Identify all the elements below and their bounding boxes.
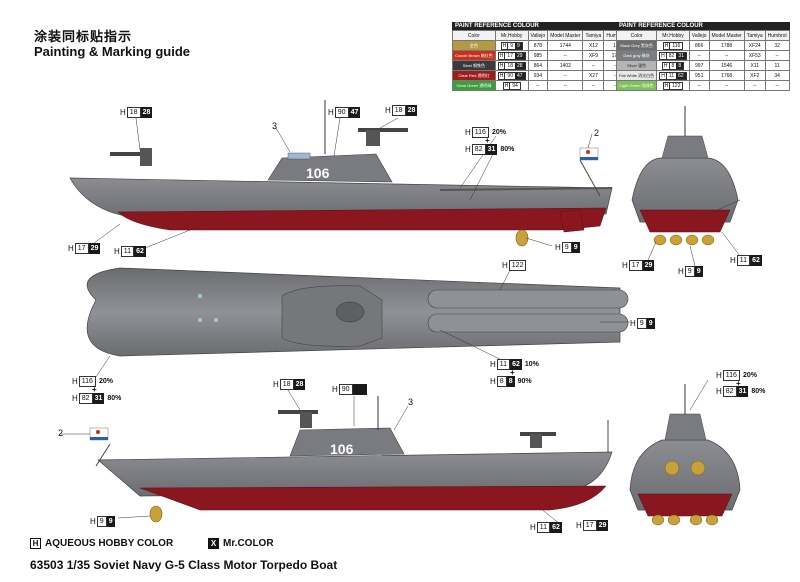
front-antifouling xyxy=(639,209,731,233)
machine-gun-aft-port xyxy=(520,432,556,448)
antifouling-band xyxy=(117,207,607,231)
legend-aqueous-label: AQUEOUS HOBBY COLOR xyxy=(45,538,174,549)
marker-2-top: 2 xyxy=(594,128,600,138)
plus-sign: + xyxy=(736,379,741,388)
table-row: 金色H998781744X1216 xyxy=(452,40,629,51)
propeller-port xyxy=(149,505,163,523)
cockpit-plan xyxy=(281,285,383,347)
rudder-side xyxy=(559,209,585,233)
machine-gun-cockpit xyxy=(358,128,408,146)
cell-humbrol: -- xyxy=(764,80,790,91)
side-view-bottom: 106 xyxy=(89,396,613,523)
rear-hull xyxy=(629,439,741,511)
front-propellers xyxy=(653,234,715,246)
front-cockpit xyxy=(661,135,709,159)
title-english: Painting & Marking guide xyxy=(34,44,191,59)
machine-gun-aft xyxy=(110,148,152,166)
legend-mr-label: Mr.COLOR xyxy=(223,538,274,549)
marker-2-bottom: 2 xyxy=(58,428,64,438)
machine-gun-port xyxy=(278,410,318,428)
plus-sign: + xyxy=(510,368,515,377)
torpedo-rails xyxy=(439,187,613,191)
marker-3-top: 3 xyxy=(272,121,278,131)
table-caption: PAINT REFERENCE COLOUR xyxy=(452,22,629,30)
propeller-side xyxy=(515,229,529,247)
hull-number: 106 xyxy=(306,165,330,181)
cell-model-master: -- xyxy=(708,80,745,91)
cell-model-master: -- xyxy=(547,80,584,91)
cockpit-port xyxy=(289,427,405,457)
table-caption: PAINT REFERENCE COLOUR xyxy=(616,22,790,30)
color-swatch: Clear Green 透明绿 xyxy=(452,80,496,91)
color-swatch: Light Green 浅绿色 xyxy=(615,80,658,91)
aqueous-box-icon: H xyxy=(30,538,41,549)
plus-sign: + xyxy=(485,136,490,145)
footer-title: 63503 1/35 Soviet Navy G-5 Class Motor T… xyxy=(30,558,338,572)
porthole-plan xyxy=(198,294,202,298)
cockpit xyxy=(267,153,393,183)
antifouling-band-port xyxy=(139,485,607,511)
hatch-plan xyxy=(335,301,365,323)
rear-view xyxy=(629,384,741,526)
mr-color-box-icon: X xyxy=(208,538,219,549)
plus-sign: + xyxy=(92,385,97,394)
rear-antifouling xyxy=(637,493,733,517)
plan-view xyxy=(86,267,629,357)
title-chinese: 涂装同标贴指示 xyxy=(34,30,133,45)
front-view xyxy=(631,106,739,246)
legend-mr-color: X Mr.COLOR xyxy=(208,538,274,549)
windshield xyxy=(287,152,311,160)
side-view-top: 106 xyxy=(69,100,613,247)
hull-number-port: 106 xyxy=(330,441,354,457)
bow-rail-port xyxy=(95,443,111,467)
torpedo-tubes-plan xyxy=(427,289,629,333)
marker-3-bottom: 3 xyxy=(408,397,414,407)
bow-rail xyxy=(579,159,601,197)
legend-aqueous: H AQUEOUS HOBBY COLOR xyxy=(30,538,173,549)
rear-propellers xyxy=(651,514,719,526)
